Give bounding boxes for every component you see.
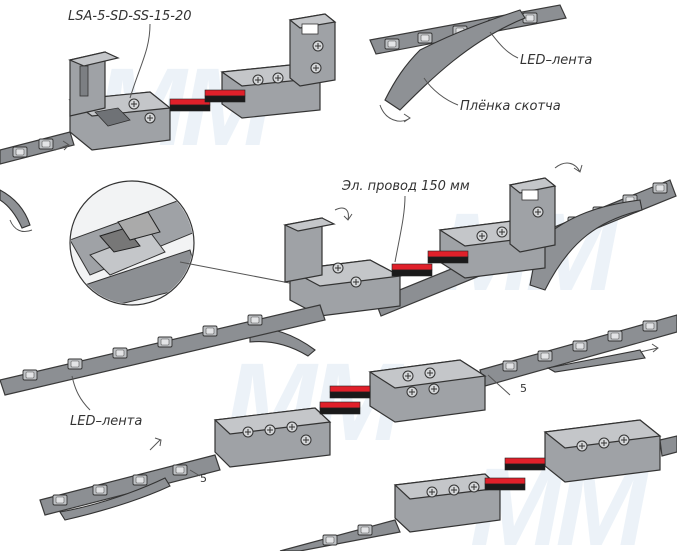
connector-clip-middle xyxy=(438,177,557,279)
insert-arrow xyxy=(54,140,70,151)
magnified-inset xyxy=(69,180,339,309)
led-strip-segment xyxy=(0,131,75,165)
connector-closed-lower xyxy=(368,359,487,423)
tape-film-label: Плёнка скотча xyxy=(460,99,561,114)
peel-arrow xyxy=(379,104,411,123)
scene-open-connector: LSA-5-SD-SS-15-20 LED–лента Плёнка скотч… xyxy=(0,4,592,233)
led-strip-label-top: LED–лента xyxy=(520,53,592,68)
model-label: LSA-5-SD-SS-15-20 xyxy=(68,9,192,24)
gap-label-1: 5 xyxy=(520,382,527,395)
scene-connected-strips: LED–лента 5 xyxy=(0,304,677,551)
scene-assembly: Эл. провод 150 мм xyxy=(69,162,677,357)
wire-label: Эл. провод 150 мм xyxy=(341,179,470,194)
connector-bottom xyxy=(393,473,502,533)
connector-open-left xyxy=(68,51,172,151)
tape-film xyxy=(384,9,526,111)
connector-pair-lower-left xyxy=(213,407,332,468)
connector-closing xyxy=(283,217,402,317)
connector-closed-right xyxy=(220,13,337,119)
model-leader-line xyxy=(129,23,151,99)
connector-pair-lower-right xyxy=(543,419,662,483)
led-strip-label-bottom: LED–лента xyxy=(70,414,142,429)
gap-label-2: 5 xyxy=(200,472,207,485)
